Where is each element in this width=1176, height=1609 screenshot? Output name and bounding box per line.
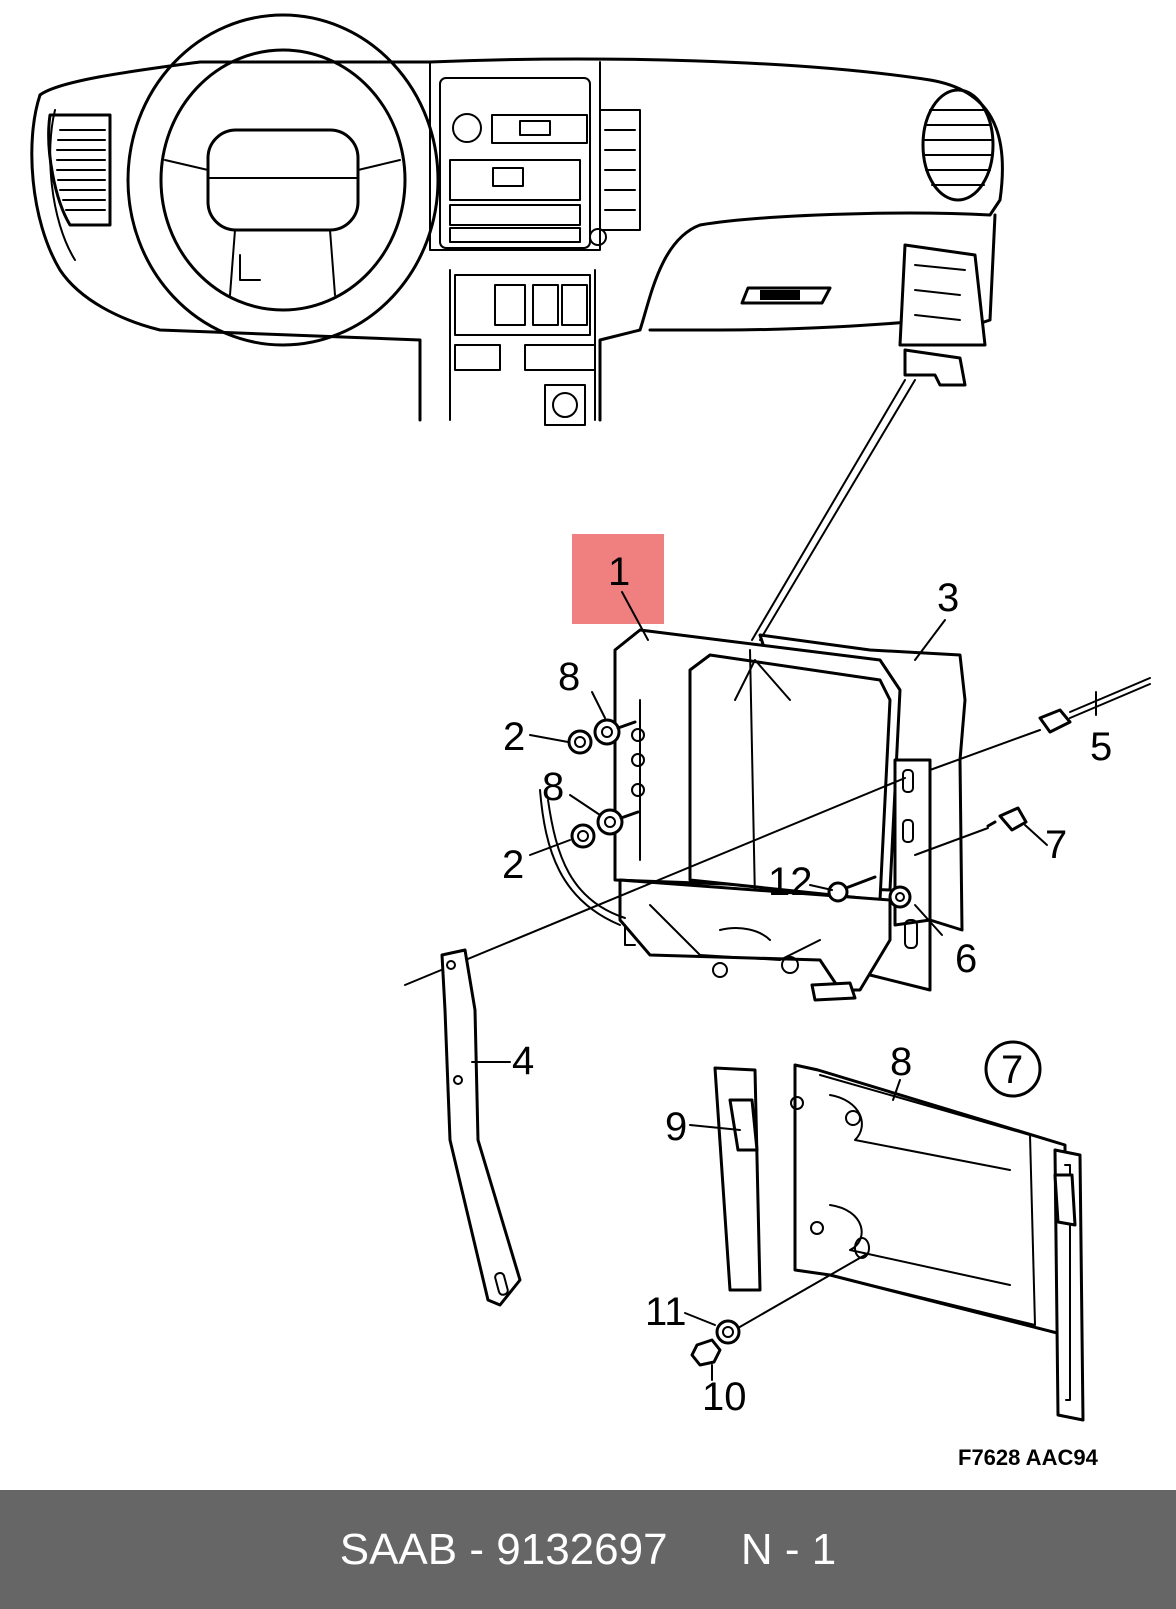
footer-separator: - xyxy=(469,1524,485,1574)
callout-8-middle: 8 xyxy=(542,765,564,809)
callout-5: 5 xyxy=(1090,725,1112,769)
figure-reference: F7628 AAC94 xyxy=(958,1445,1099,1470)
steering-wheel-icon xyxy=(126,13,440,347)
control-module xyxy=(404,628,967,1002)
mount-bracket-icon xyxy=(898,243,987,387)
callout-11: 11 xyxy=(645,1290,687,1334)
bracket-4-icon xyxy=(440,948,522,1307)
callout-3: 3 xyxy=(937,576,959,620)
detail-7-bracket xyxy=(690,1063,1085,1422)
footer-bar: SAAB - 9132697 N - 1 xyxy=(0,1490,1176,1609)
callout-2-upper: 2 xyxy=(503,715,525,759)
center-console-icon xyxy=(439,77,596,426)
callout-8-detail: 8 xyxy=(890,1040,912,1084)
nut-2-upper-icon xyxy=(567,729,593,755)
right-vent-icon xyxy=(921,88,995,202)
clip-5-icon xyxy=(929,677,1151,771)
glovebox-handle-icon xyxy=(740,286,832,305)
fastener-7-icon xyxy=(914,806,1028,856)
footer-part-number: 9132697 xyxy=(496,1524,668,1574)
callout-2-lower: 2 xyxy=(502,843,524,887)
left-vent-icon xyxy=(47,113,112,227)
callout-6: 6 xyxy=(955,937,977,981)
callout-8-upper: 8 xyxy=(558,655,580,699)
center-vent-icon xyxy=(589,109,641,246)
screw-12-icon xyxy=(827,875,877,903)
callout-4: 4 xyxy=(512,1039,534,1083)
dashboard-illustration xyxy=(30,13,1004,426)
callout-1: 1 xyxy=(608,550,630,594)
detail-7-circle-icon xyxy=(984,1040,1042,1098)
callout-9: 9 xyxy=(665,1105,687,1149)
nut-6-icon xyxy=(888,885,912,909)
callout-12: 12 xyxy=(768,860,813,904)
callout-labels: 1 3 8 2 8 2 5 7 12 6 4 8 7 9 11 10 F7628… xyxy=(502,550,1112,1470)
footer-position: N - 1 xyxy=(740,1524,837,1574)
parts-diagram: 1 3 8 2 8 2 5 7 12 6 4 8 7 9 11 10 F7628… xyxy=(30,13,1151,1470)
washer-8-upper-icon xyxy=(593,718,637,746)
leader-lines xyxy=(471,591,1097,1381)
footer-brand: SAAB xyxy=(339,1524,458,1574)
callout-7: 7 xyxy=(1045,823,1067,867)
callout-10: 10 xyxy=(702,1375,747,1419)
callout-7-circle: 7 xyxy=(1001,1048,1023,1092)
highlight-box xyxy=(572,534,664,624)
washer-8-lower-icon xyxy=(596,808,640,836)
nut-2-lower-icon xyxy=(570,823,596,849)
